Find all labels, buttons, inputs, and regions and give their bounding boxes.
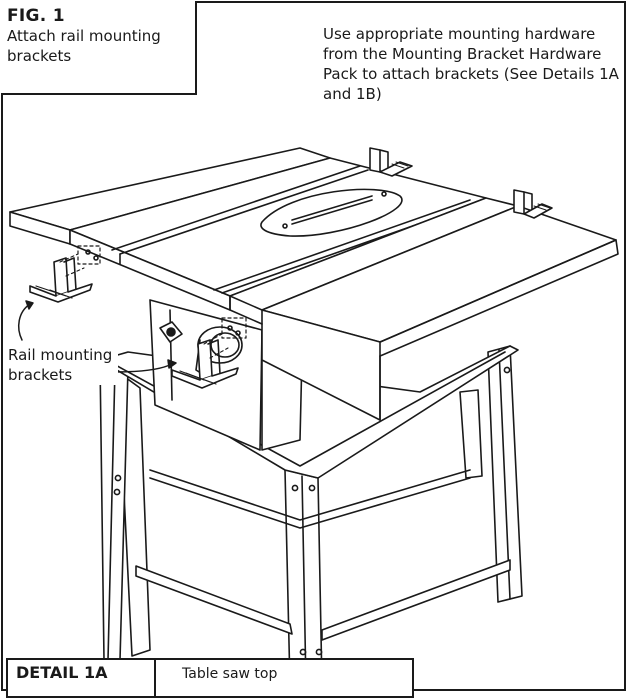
figure-caption-box: FIG. 1 Attach rail mounting brackets [1,1,197,95]
detail-title-box: DETAIL 1A [6,658,156,698]
detail-title: DETAIL 1A [16,663,108,682]
bracket-back-2 [513,189,553,219]
table-top [9,147,619,421]
rail-bracket-callout: Rail mounting brackets [8,345,118,385]
bracket-back-1 [369,147,413,177]
bracket-left [29,253,93,303]
callout-arrows [17,300,177,373]
hardware-note: Use appropriate mounting hardware from t… [323,25,619,103]
stand [99,345,523,686]
bracket-front [171,333,239,389]
figure-title: FIG. 1 [7,6,65,26]
detail-label-box: Table saw top [154,658,414,698]
detail-label: Table saw top [182,666,278,682]
figure-caption: Attach rail mounting brackets [7,27,161,65]
